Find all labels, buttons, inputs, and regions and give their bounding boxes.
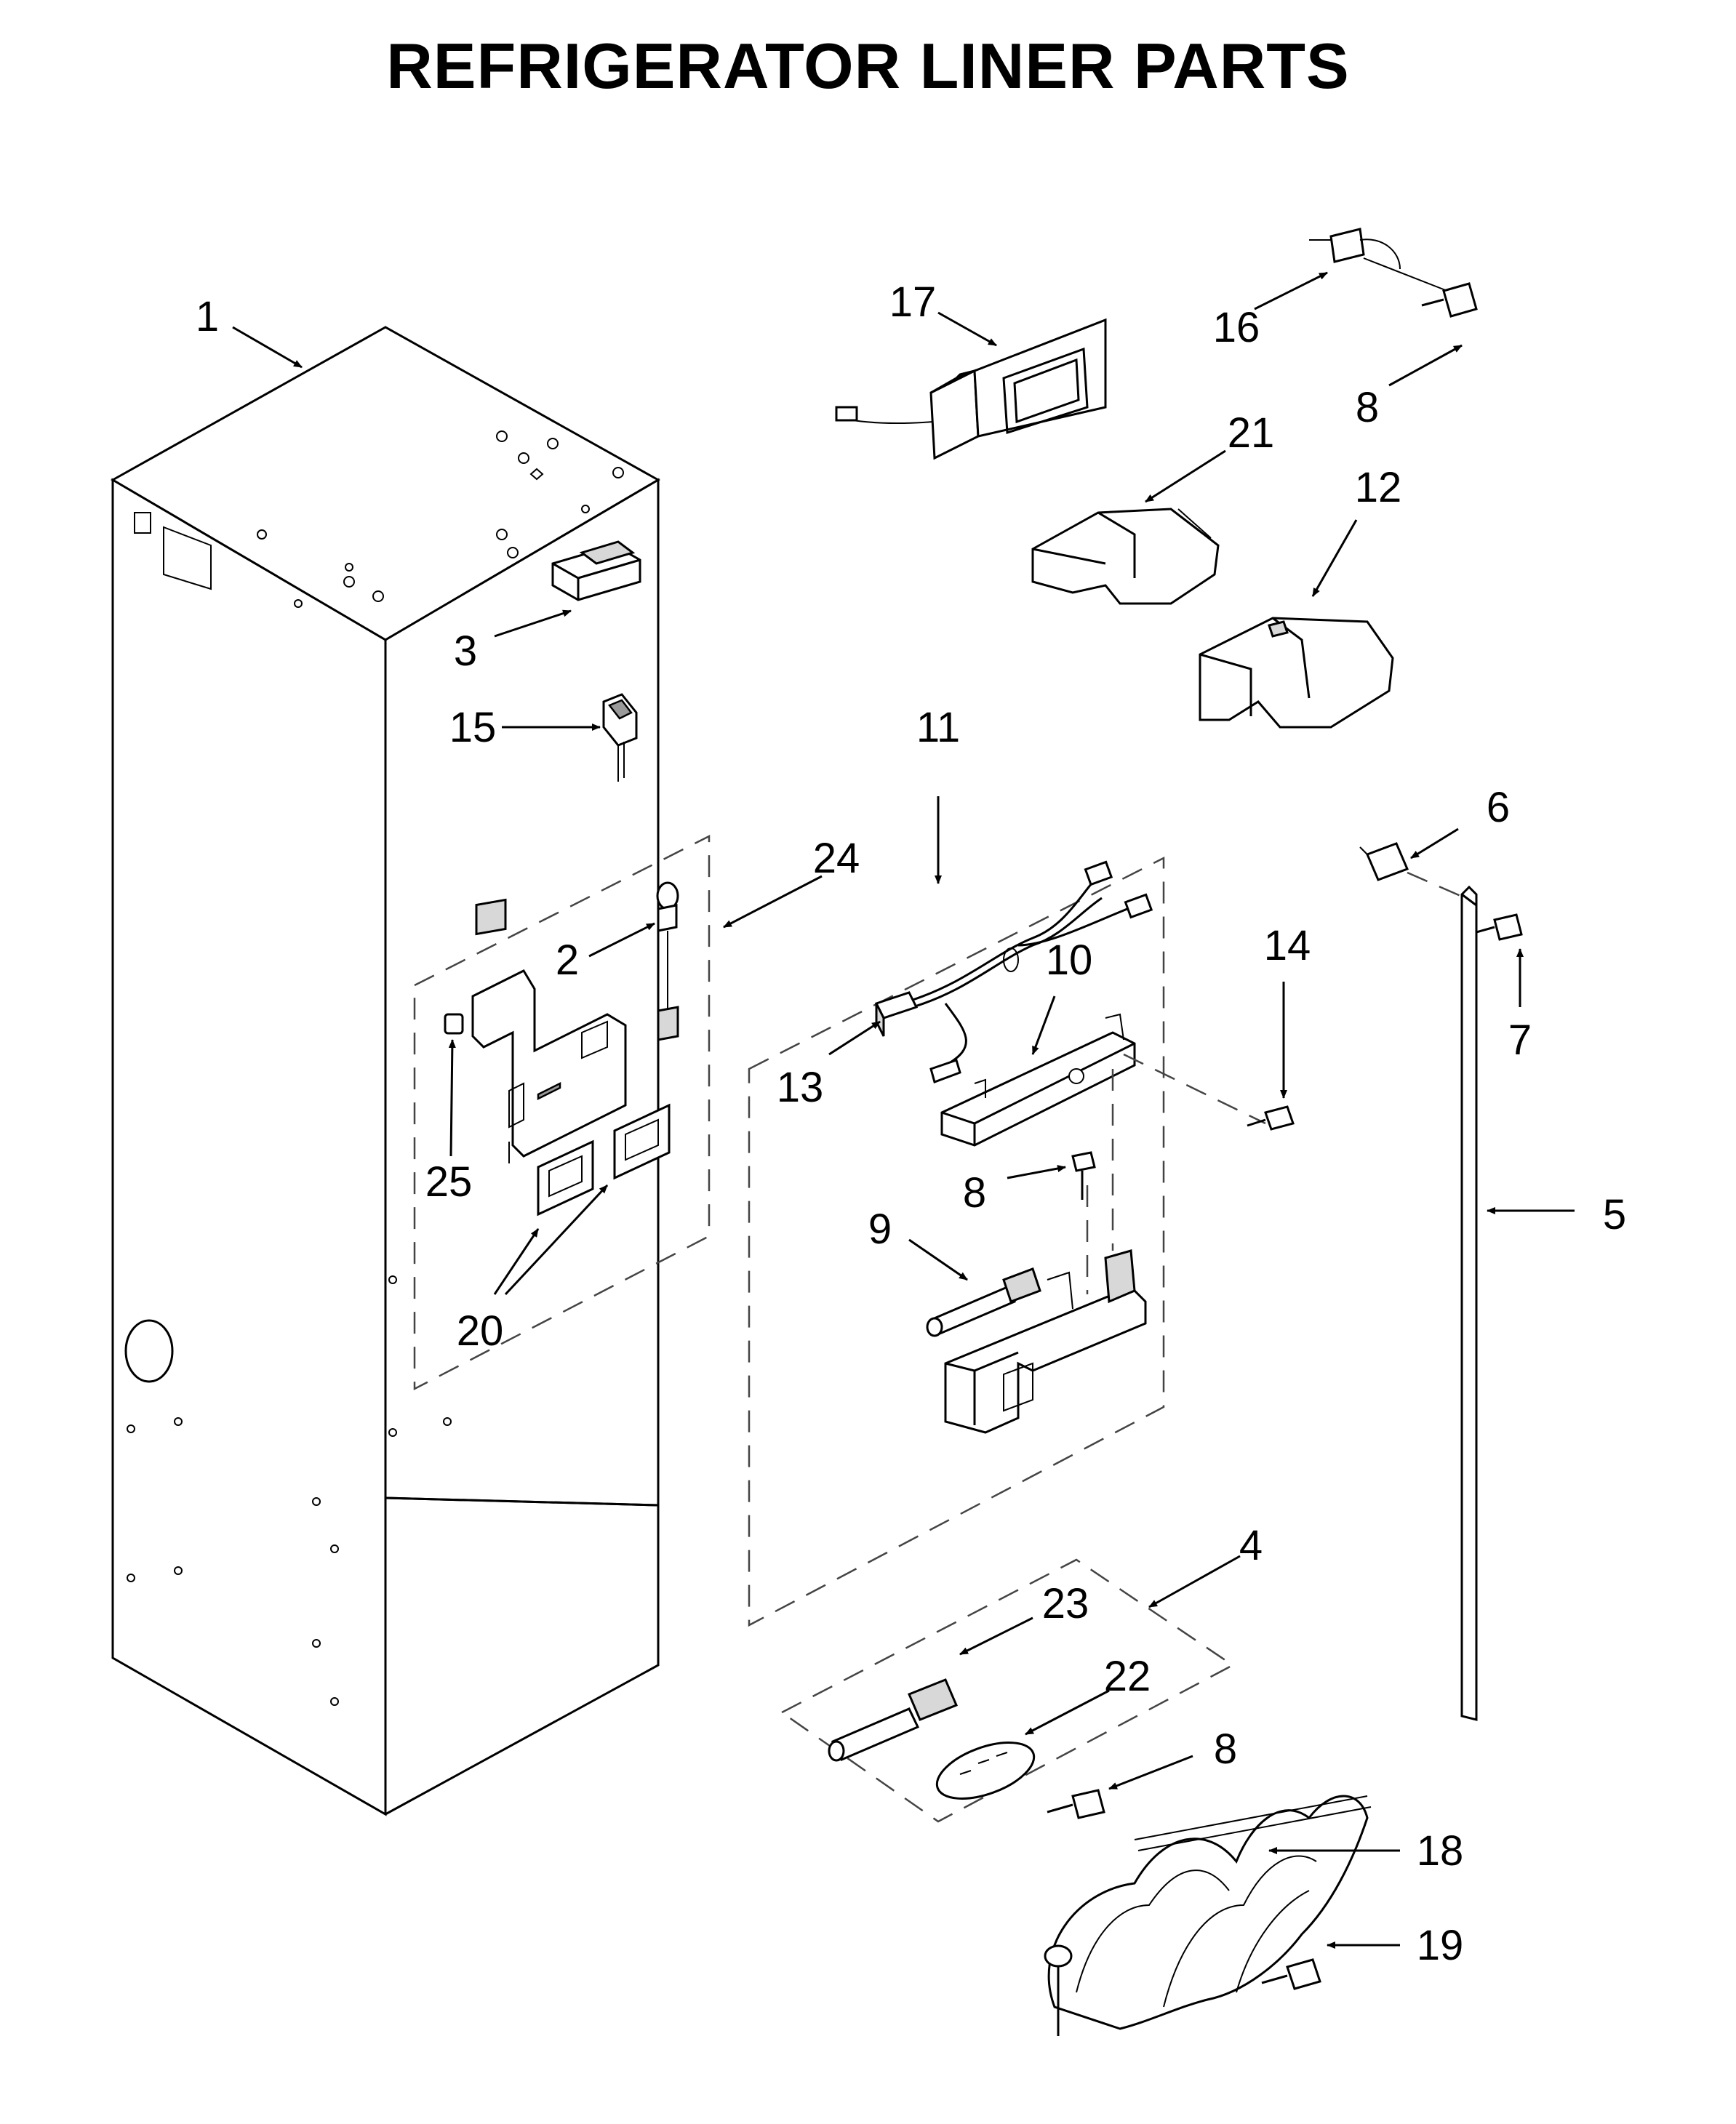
wire-harness[interactable] [874, 860, 1153, 1083]
sensor-9[interactable] [926, 1267, 1041, 1337]
callout-14: 14 [1264, 922, 1311, 969]
callout-21: 21 [1228, 409, 1275, 457]
callout-13: 13 [777, 1064, 824, 1111]
part-12-cover[interactable] [1199, 617, 1394, 729]
callout-3: 3 [454, 628, 477, 675]
screw-8-lower[interactable] [1047, 1789, 1105, 1819]
liner-cabinet[interactable] [110, 326, 661, 1816]
part-6-clip[interactable] [1359, 842, 1466, 899]
part-16-bracket[interactable] [1309, 228, 1448, 292]
callout-1: 1 [196, 293, 219, 340]
callout-8-top: 8 [1356, 384, 1379, 431]
screw-7[interactable] [1476, 913, 1523, 941]
control-module-22[interactable] [929, 1731, 1041, 1810]
cover-10[interactable] [940, 1013, 1136, 1147]
callout-8-middle: 8 [963, 1169, 986, 1217]
screw-8-middle[interactable] [1071, 1151, 1096, 1200]
callout-16: 16 [1213, 304, 1260, 351]
control-housing[interactable] [944, 1249, 1147, 1434]
rail-5[interactable] [1460, 885, 1478, 1721]
leader-lines [232, 271, 1575, 1949]
screw-8-top[interactable] [1421, 282, 1478, 318]
callout-12: 12 [1355, 464, 1402, 511]
callout-23: 23 [1042, 1580, 1089, 1627]
part-17-module[interactable] [835, 318, 1107, 460]
callout-24: 24 [813, 835, 860, 882]
callout-9: 9 [868, 1206, 892, 1253]
top-housing[interactable] [551, 540, 641, 601]
callout-11: 11 [916, 704, 960, 751]
callout-18: 18 [1417, 1827, 1464, 1875]
callout-5: 5 [1603, 1191, 1626, 1238]
callout-2: 2 [556, 937, 579, 984]
sensor-15[interactable] [602, 693, 638, 782]
callout-8-lower: 8 [1214, 1726, 1237, 1773]
callout-4: 4 [1239, 1522, 1263, 1569]
callout-25: 25 [425, 1158, 473, 1206]
heater-18[interactable] [1044, 1795, 1372, 2036]
diagram-title: REFRIGERATOR LINER PARTS [386, 30, 1350, 102]
part-21-cover[interactable] [1031, 508, 1220, 605]
screw-19[interactable] [1261, 1958, 1321, 1990]
screw-14[interactable] [1247, 1105, 1295, 1131]
control-panel-bracket[interactable] [444, 881, 679, 1217]
callout-17: 17 [889, 278, 937, 326]
callout-15: 15 [449, 704, 497, 751]
callout-6: 6 [1487, 784, 1510, 831]
sensor-23[interactable] [828, 1678, 958, 1762]
callout-7: 7 [1508, 1017, 1532, 1064]
callout-22: 22 [1104, 1653, 1151, 1700]
callout-20: 20 [457, 1307, 504, 1355]
callout-10: 10 [1046, 937, 1093, 984]
callout-19: 19 [1417, 1922, 1464, 1969]
